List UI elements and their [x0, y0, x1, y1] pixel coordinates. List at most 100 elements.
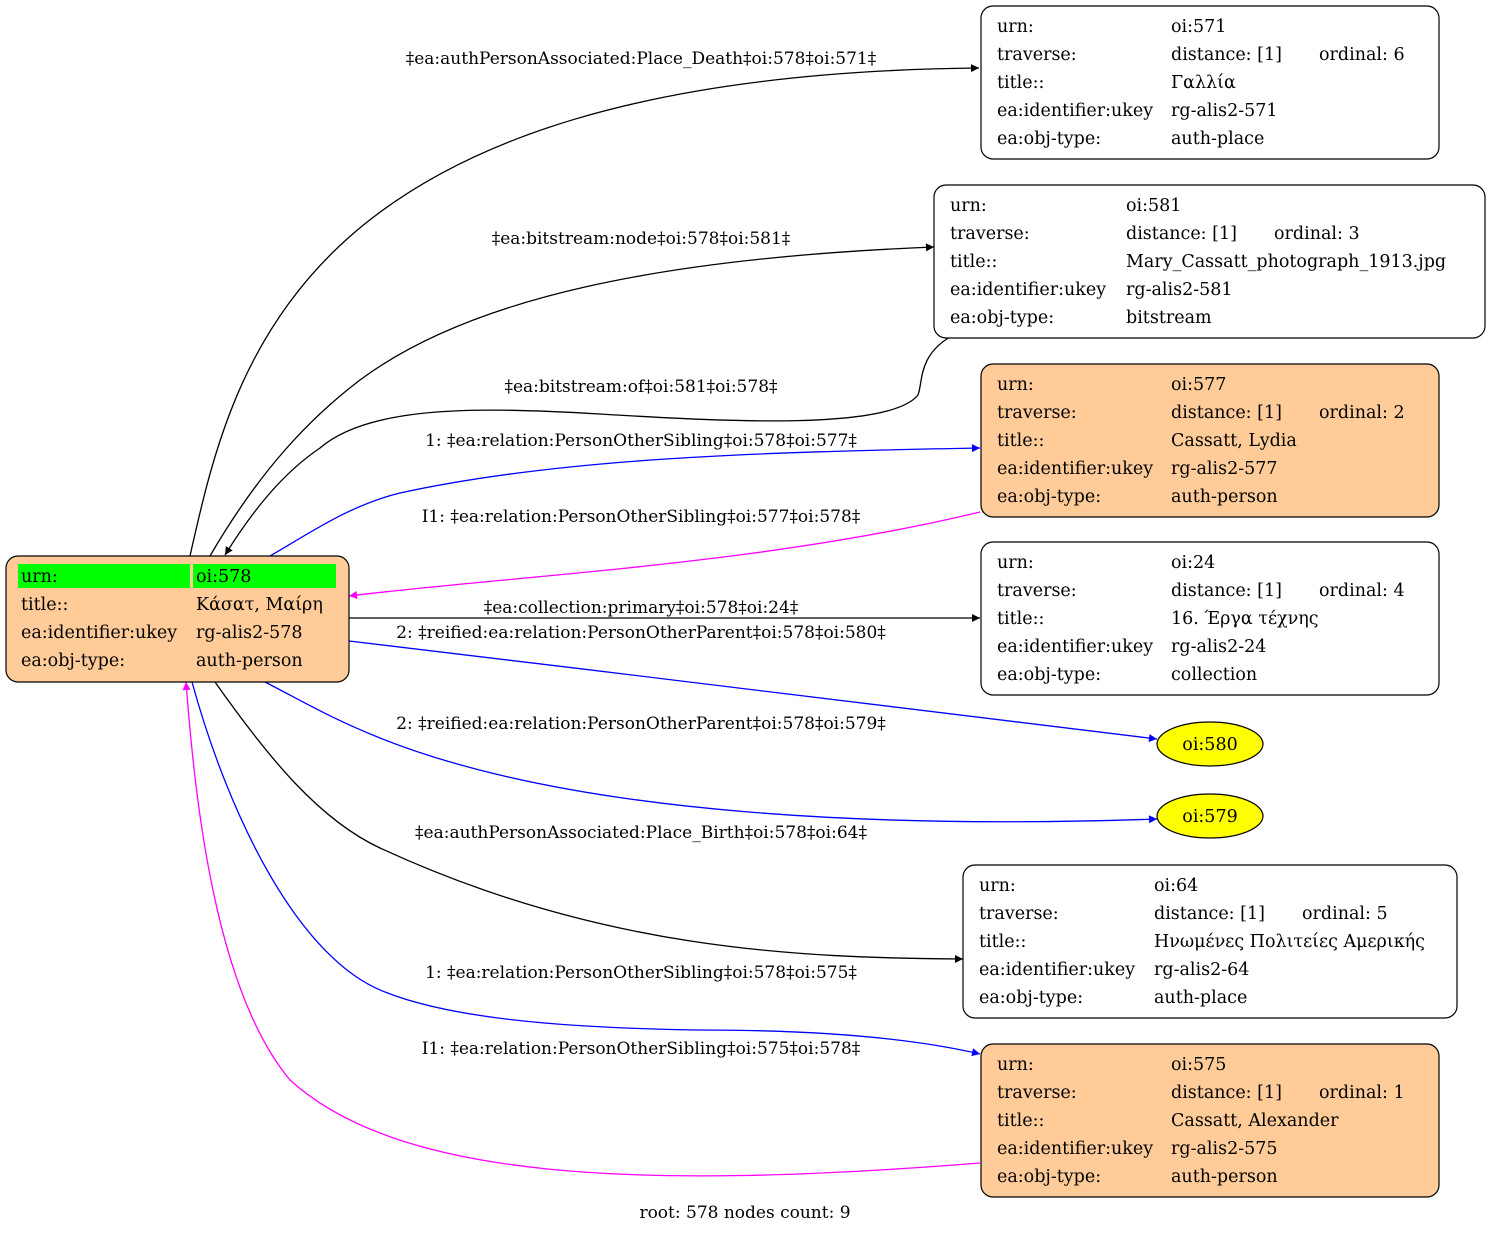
node-oi-580[interactable]: oi:580	[1156, 721, 1264, 767]
value-ordinal: ordinal: 6	[1319, 45, 1405, 65]
key-objtype: ea:obj-type:	[997, 665, 1101, 685]
value-urn: oi:24	[1171, 553, 1215, 573]
node-box	[962, 864, 1458, 1019]
edge-label-sibling-575: 1: ‡ea:relation:PersonOtherSibling‡oi:57…	[425, 963, 857, 983]
key-objtype: ea:obj-type:	[997, 487, 1101, 507]
node-oi-64[interactable]: urn: oi:64 traverse: distance: [1] ordin…	[962, 864, 1458, 1019]
value-urn: oi:575	[1171, 1055, 1226, 1075]
edge-sibling-575-inverse	[182, 681, 981, 1177]
edge-label-parent-580: 2: ‡reified:ea:relation:PersonOtherParen…	[396, 623, 886, 643]
value-distance: distance: [1]	[1171, 45, 1282, 65]
value-ukey: rg-alis2-577	[1171, 459, 1278, 479]
edge-label-sibling-577-inverse: I1: ‡ea:relation:PersonOtherSibling‡oi:5…	[422, 507, 861, 527]
value-distance: distance: [1]	[1171, 403, 1282, 423]
node-oi-581[interactable]: urn: oi:581 traverse: distance: [1] ordi…	[933, 184, 1486, 339]
root-urn-value-highlight	[193, 564, 336, 588]
edge-label-parent-579: 2: ‡reified:ea:relation:PersonOtherParen…	[396, 714, 886, 734]
edge-label-collection-primary: ‡ea:collection:primary‡oi:578‡oi:24‡	[484, 598, 799, 618]
edge-labels: ‡ea:authPersonAssociated:Place_Death‡oi:…	[396, 49, 886, 1059]
value-urn: oi:581	[1126, 196, 1181, 216]
edge-sibling-577-inverse	[348, 511, 981, 599]
edge-label-place-birth: ‡ea:authPersonAssociated:Place_Birth‡oi:…	[415, 823, 867, 843]
value-ordinal: ordinal: 2	[1319, 403, 1405, 423]
node-oi-571[interactable]: urn: oi:571 traverse: distance: [1] ordi…	[980, 5, 1440, 160]
key-ukey: ea:identifier:ukey	[997, 637, 1153, 657]
edge-bitstream-node	[209, 243, 935, 557]
key-urn: urn:	[997, 1055, 1034, 1075]
key-objtype: ea:obj-type:	[997, 129, 1101, 149]
key-title: title::	[997, 1111, 1044, 1131]
edge-label-sibling-575-inverse: I1: ‡ea:relation:PersonOtherSibling‡oi:5…	[422, 1039, 861, 1059]
node-oi-575[interactable]: urn: oi:575 traverse: distance: [1] ordi…	[980, 1043, 1440, 1198]
value-urn: oi:577	[1171, 375, 1226, 395]
ellipse-label: oi:579	[1182, 807, 1237, 827]
value-ukey: rg-alis2-581	[1126, 280, 1233, 300]
value-distance: distance: [1]	[1154, 904, 1265, 924]
value-ukey: rg-alis2-64	[1154, 960, 1249, 980]
root-value-ukey: rg-alis2-578	[196, 623, 303, 643]
key-traverse: traverse:	[997, 403, 1077, 423]
key-ukey: ea:identifier:ukey	[950, 280, 1106, 300]
key-objtype: ea:obj-type:	[979, 988, 1083, 1008]
ellipse-label: oi:580	[1182, 735, 1237, 755]
root-key-urn: urn:	[21, 567, 58, 587]
key-title: title::	[979, 932, 1026, 952]
key-urn: urn:	[979, 876, 1016, 896]
value-ordinal: ordinal: 4	[1319, 581, 1405, 601]
node-oi-577[interactable]: urn: oi:577 traverse: distance: [1] ordi…	[980, 363, 1440, 518]
value-title: Cassatt, Lydia	[1171, 431, 1297, 451]
root-value-title: Κάσατ, Μαίρη	[196, 595, 323, 615]
value-distance: distance: [1]	[1171, 1083, 1282, 1103]
root-node[interactable]: urn: oi:578 title:: Κάσατ, Μαίρη ea:iden…	[5, 555, 350, 683]
node-oi-24[interactable]: urn: oi:24 traverse: distance: [1] ordin…	[980, 541, 1440, 696]
node-box	[980, 541, 1440, 696]
edge-label-place-death: ‡ea:authPersonAssociated:Place_Death‡oi:…	[406, 49, 877, 69]
root-key-ukey: ea:identifier:ukey	[21, 623, 177, 643]
ellipse-shape	[1156, 793, 1264, 839]
key-traverse: traverse:	[950, 224, 1030, 244]
key-urn: urn:	[997, 553, 1034, 573]
key-traverse: traverse:	[997, 45, 1077, 65]
key-ukey: ea:identifier:ukey	[997, 459, 1153, 479]
value-urn: oi:571	[1171, 17, 1226, 37]
edge-parent-579	[264, 681, 1158, 824]
value-objtype: auth-person	[1171, 487, 1278, 507]
root-value-objtype: auth-person	[196, 651, 303, 671]
key-ukey: ea:identifier:ukey	[997, 101, 1153, 121]
edge-place-birth	[214, 681, 964, 963]
ellipse-shape	[1156, 721, 1264, 767]
edge-place-death	[189, 64, 980, 557]
node-box	[933, 184, 1486, 339]
value-ordinal: ordinal: 5	[1302, 904, 1388, 924]
edge-sibling-577	[269, 444, 981, 557]
key-title: title::	[950, 252, 997, 272]
edge-label-bitstream-node: ‡ea:bitstream:node‡oi:578‡oi:581‡	[492, 229, 791, 249]
edge-label-bitstream-of: ‡ea:bitstream:of‡oi:581‡oi:578‡	[504, 377, 778, 397]
value-ukey: rg-alis2-571	[1171, 101, 1278, 121]
node-box	[980, 1043, 1440, 1198]
value-objtype: auth-place	[1154, 988, 1247, 1008]
value-ordinal: ordinal: 3	[1274, 224, 1360, 244]
key-objtype: ea:obj-type:	[950, 308, 1054, 328]
value-title: Cassatt, Alexander	[1171, 1111, 1339, 1131]
edges	[182, 64, 1158, 1177]
value-objtype: auth-person	[1171, 1167, 1278, 1187]
edge-sibling-575	[191, 681, 981, 1057]
node-box	[980, 5, 1440, 160]
value-title: 16. Έργα τέχνης	[1171, 609, 1319, 629]
key-title: title::	[997, 73, 1044, 93]
value-title: Ηνωμένες Πολιτείες Αμερικής	[1154, 932, 1425, 952]
root-value-urn: oi:578	[196, 567, 251, 587]
root-urn-key-highlight	[18, 564, 190, 588]
value-ukey: rg-alis2-24	[1171, 637, 1266, 657]
key-objtype: ea:obj-type:	[997, 1167, 1101, 1187]
value-ukey: rg-alis2-575	[1171, 1139, 1278, 1159]
node-oi-579[interactable]: oi:579	[1156, 793, 1264, 839]
key-ukey: ea:identifier:ukey	[979, 960, 1135, 980]
key-ukey: ea:identifier:ukey	[997, 1139, 1153, 1159]
key-urn: urn:	[997, 375, 1034, 395]
value-title: Mary_Cassatt_photograph_1913.jpg	[1126, 252, 1446, 272]
value-distance: distance: [1]	[1126, 224, 1237, 244]
key-title: title::	[997, 431, 1044, 451]
